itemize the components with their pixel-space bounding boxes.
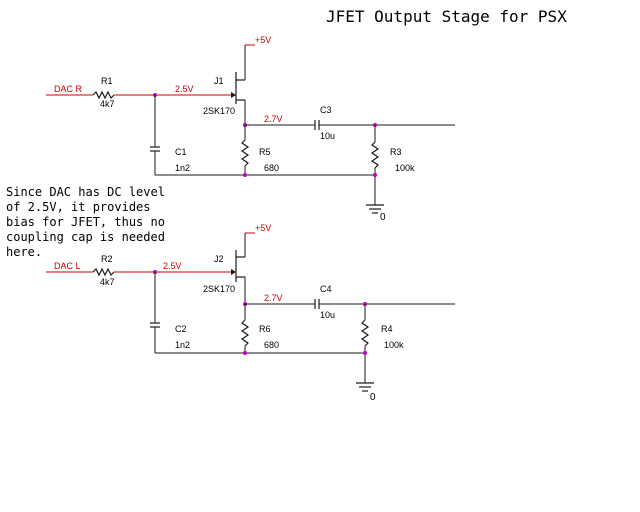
r2-ref: R2 <box>101 254 113 264</box>
resistor-r6 <box>240 319 250 347</box>
note-line-2: of 2.5V, it provides <box>6 200 151 214</box>
source-net-label-2: 2.7V <box>264 293 283 303</box>
j1-gate-arrow <box>231 92 236 98</box>
junction-gnd-1a <box>243 173 247 177</box>
j2-ref: J2 <box>214 254 224 264</box>
diagram-title: JFET Output Stage for PSX <box>326 7 567 26</box>
c4-ref: C4 <box>320 284 332 294</box>
r5-value: 680 <box>264 163 279 173</box>
ground-label-1: 0 <box>380 212 386 223</box>
r1-value: 4k7 <box>100 99 115 109</box>
r3-ref: R3 <box>390 147 402 157</box>
resistor-r2 <box>92 267 115 277</box>
design-note: Since DAC has DC level of 2.5V, it provi… <box>6 185 165 259</box>
ground-label-2: 0 <box>370 392 376 403</box>
r2-value: 4k7 <box>100 277 115 287</box>
c2-ref: C2 <box>175 324 187 334</box>
source-net-label-1: 2.7V <box>264 114 283 124</box>
r6-ref: R6 <box>259 324 271 334</box>
stage-right: DAC R R1 4k7 2.5V C1 1n2 J1 2SK170 +5V 2… <box>46 35 455 223</box>
j2-gate-arrow <box>231 269 236 275</box>
r5-ref: R5 <box>259 147 271 157</box>
resistor-r1 <box>92 90 115 100</box>
j1-part: 2SK170 <box>203 106 235 116</box>
note-line-4: coupling cap is needed <box>6 230 165 244</box>
r6-value: 680 <box>264 340 279 350</box>
junction-gnd-2a <box>243 351 247 355</box>
note-line-3: bias for JFET, thus no <box>6 215 165 229</box>
supply-label-2: +5V <box>255 223 271 233</box>
c1-ref: C1 <box>175 147 187 157</box>
junction-gnd-1b <box>373 173 377 177</box>
resistor-r5 <box>240 139 250 167</box>
ground-icon <box>356 382 374 392</box>
c4-value: 10u <box>320 310 335 320</box>
c1-value: 1n2 <box>175 163 190 173</box>
input-label-dac-r: DAC R <box>54 84 83 94</box>
c3-value: 10u <box>320 131 335 141</box>
gate-net-label-1: 2.5V <box>175 84 194 94</box>
ground-icon <box>366 204 384 214</box>
supply-label-1: +5V <box>255 35 271 45</box>
r4-value: 100k <box>384 340 404 350</box>
resistor-r4 <box>360 319 370 347</box>
c3-ref: C3 <box>320 105 332 115</box>
j2-part: 2SK170 <box>203 284 235 294</box>
input-label-dac-l: DAC L <box>54 261 81 271</box>
gate-net-label-2: 2.5V <box>163 261 182 271</box>
c2-value: 1n2 <box>175 340 190 350</box>
junction-gnd-2b <box>363 351 367 355</box>
note-line-1: Since DAC has DC level <box>6 185 165 199</box>
r1-ref: R1 <box>101 76 113 86</box>
r3-value: 100k <box>395 163 415 173</box>
r4-ref: R4 <box>381 324 393 334</box>
note-line-5: here. <box>6 245 42 259</box>
resistor-r3 <box>370 141 380 169</box>
stage-left: DAC L R2 4k7 2.5V C2 1n2 J2 2SK170 +5V 2… <box>46 223 455 403</box>
j1-ref: J1 <box>214 76 224 86</box>
